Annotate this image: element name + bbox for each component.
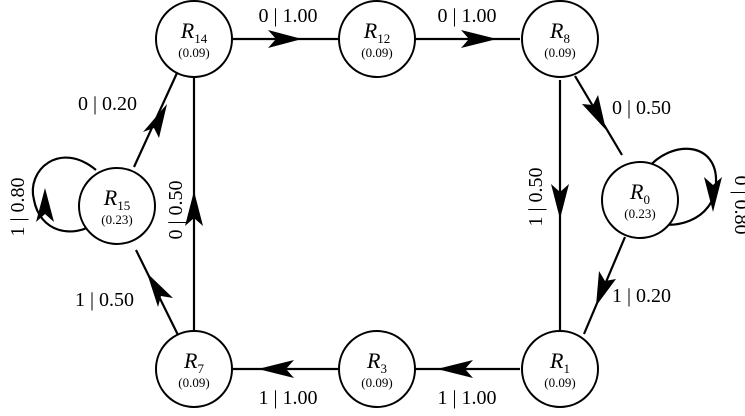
edge-label-r7-r14: 0 | 0.50 (165, 180, 187, 239)
edge-r14-r12: 0 | 1.00 (233, 5, 338, 48)
edge-r3-r7: 1 | 1.00 (233, 360, 338, 409)
node-subscript: 12 (377, 31, 390, 46)
node-name: R (103, 185, 118, 210)
node-subscript: 3 (380, 361, 387, 376)
svg-text:R15: R15 (103, 185, 130, 213)
edge-r1-r3: 1 | 1.00 (415, 360, 520, 409)
edge-r7-r14: 0 | 0.50 (165, 76, 203, 332)
svg-text:R14: R14 (180, 18, 208, 46)
state-node-r0: R0 (0.23) (601, 161, 679, 239)
edge-label-r14-r12: 0 | 1.00 (258, 5, 317, 27)
edge-r15-self: 1 | 0.80 (7, 156, 99, 237)
node-subscript: 7 (197, 361, 204, 376)
edge-r8-r0: 0 | 0.50 (574, 75, 671, 156)
edge-r8-r1: 1 | 0.50 (525, 80, 569, 333)
edge-r12-r8: 0 | 1.00 (415, 5, 520, 48)
edge-label-r8-r0: 0 | 0.50 (612, 97, 671, 119)
edge-label-r0-r1: 1 | 0.20 (612, 285, 671, 307)
edge-label-r7-r15: 1 | 0.50 (75, 289, 134, 311)
arrow-head (704, 177, 722, 212)
edge-label-r0-self: 0 | 0.80 (730, 175, 745, 234)
edge-label-r12-r8: 0 | 1.00 (437, 5, 496, 27)
node-probability: (0.09) (178, 375, 209, 390)
edge-label-r15-r14: 0 | 0.20 (78, 93, 137, 115)
state-node-r14: R14 (0.09) (155, 0, 233, 78)
svg-text:R8: R8 (549, 18, 570, 46)
node-probability: (0.09) (544, 45, 575, 60)
node-name: R (366, 348, 381, 373)
edge-r0-self: 0 | 0.80 (645, 147, 745, 235)
arrow-head (185, 191, 203, 226)
edge-label-r3-r7: 1 | 1.00 (258, 387, 317, 409)
node-name: R (363, 18, 378, 43)
arrow-head (461, 30, 497, 48)
arrow-head (268, 30, 302, 48)
svg-text:R1: R1 (549, 348, 570, 376)
state-node-r3: R3 (0.09) (338, 330, 416, 408)
arrow-head (36, 188, 54, 222)
edges: 0 | 1.00 0 | 1.00 0 | 0.50 1 | 0.50 0 | … (7, 5, 745, 409)
node-name: R (629, 179, 644, 204)
edge-label-r15-self: 1 | 0.80 (7, 177, 29, 236)
arrow-head (147, 273, 173, 307)
svg-text:R7: R7 (183, 348, 204, 376)
node-probability: (0.09) (361, 45, 392, 60)
state-node-r1: R1 (0.09) (521, 330, 599, 408)
edge-label-r8-r1: 1 | 0.50 (525, 167, 547, 226)
node-name: R (183, 348, 198, 373)
node-name: R (549, 348, 564, 373)
edge-r0-r1: 1 | 0.20 (582, 236, 671, 335)
node-subscript: 1 (563, 361, 570, 376)
node-subscript: 8 (563, 31, 570, 46)
edge-r7-r15: 1 | 0.50 (75, 249, 179, 336)
edge-label-r1-r3: 1 | 1.00 (437, 387, 496, 409)
node-subscript: 15 (117, 198, 130, 213)
svg-text:R12: R12 (363, 18, 390, 46)
svg-text:R3: R3 (366, 348, 387, 376)
node-probability: (0.09) (544, 375, 575, 390)
arrow-head (258, 360, 294, 378)
node-probability: (0.09) (178, 45, 209, 60)
nodes: R14 (0.09) R12 (0.09) R8 (0.09) R15 (0.2… (78, 0, 679, 408)
node-name: R (549, 18, 564, 43)
node-probability: (0.23) (624, 206, 655, 221)
node-subscript: 14 (194, 31, 208, 46)
arrow-head (582, 95, 606, 130)
arrow-head (437, 360, 473, 378)
node-subscript: 0 (643, 192, 650, 207)
svg-text:R0: R0 (629, 179, 650, 207)
arrow-head (596, 271, 616, 306)
node-name: R (180, 18, 195, 43)
arrow-head (551, 184, 569, 219)
node-probability: (0.23) (101, 212, 132, 227)
node-probability: (0.09) (361, 375, 392, 390)
edge-r15-r14: 0 | 0.20 (78, 72, 179, 168)
state-node-r7: R7 (0.09) (155, 330, 233, 408)
state-node-r8: R8 (0.09) (521, 0, 599, 78)
state-node-r15: R15 (0.23) (78, 167, 156, 245)
state-node-r12: R12 (0.09) (338, 0, 416, 78)
arrow-head (143, 104, 167, 138)
